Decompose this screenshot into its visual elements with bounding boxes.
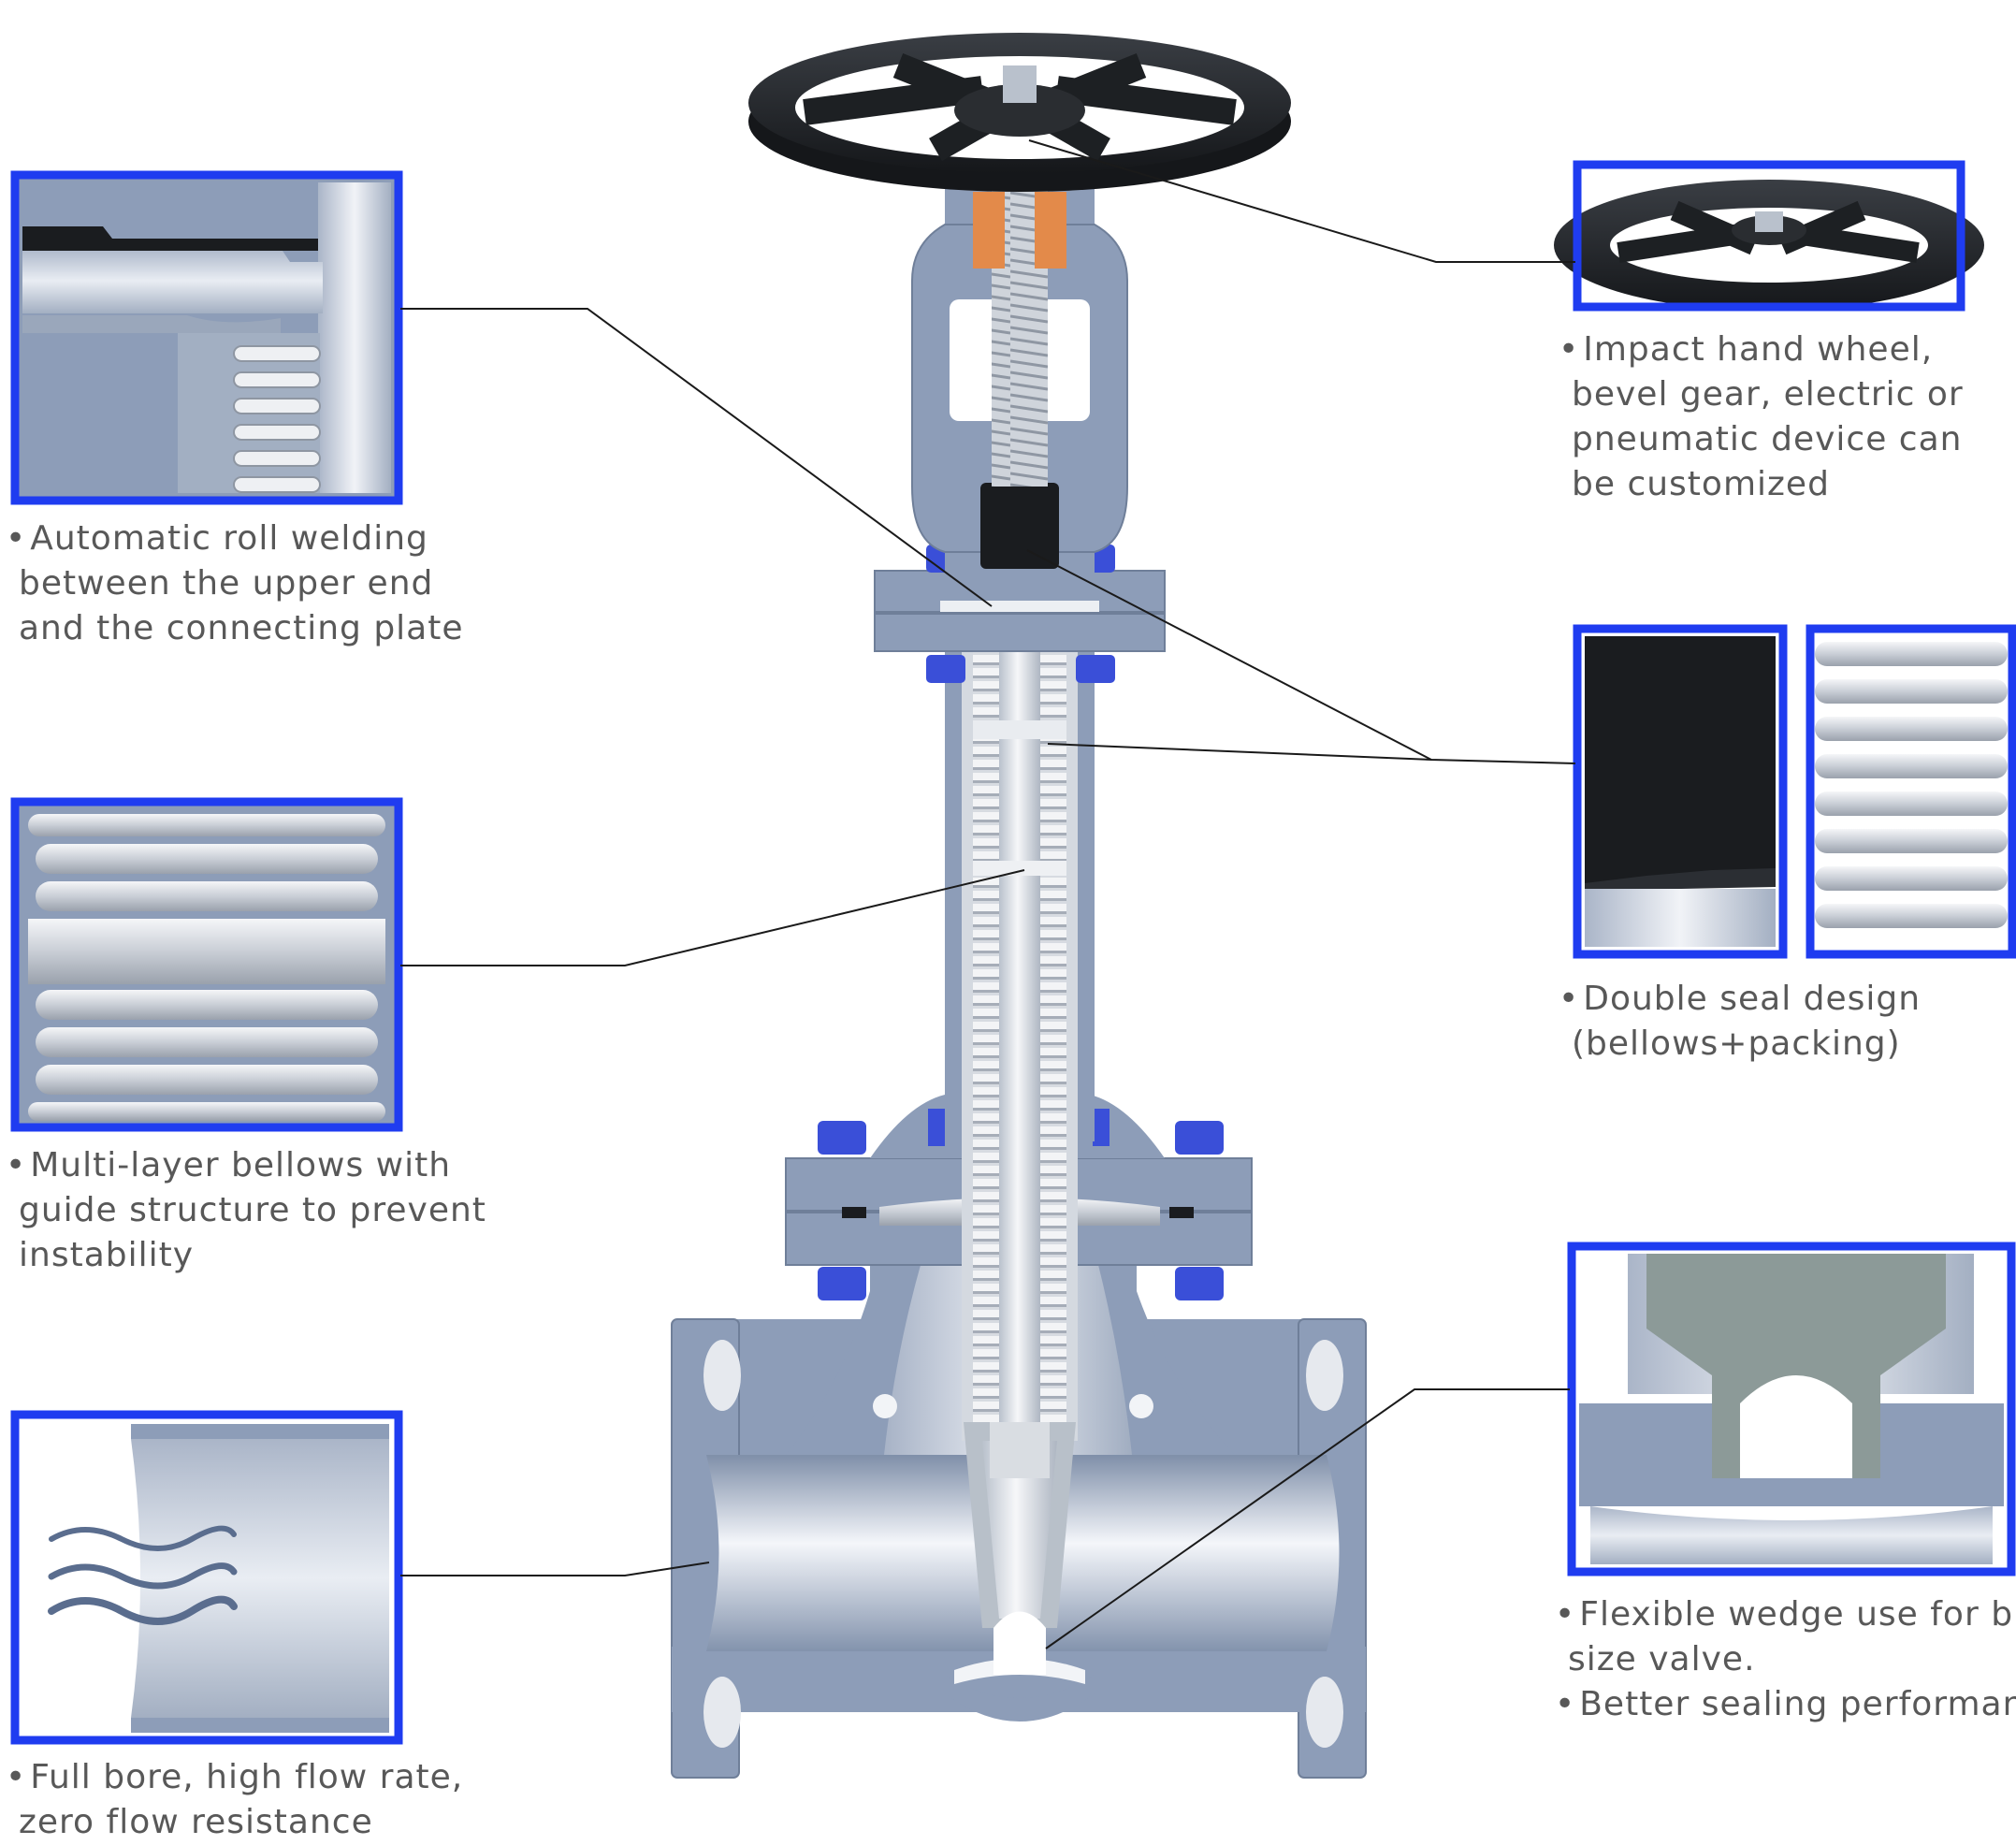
leader-full-bore xyxy=(400,1562,710,1576)
callout-hand-wheel-line-1: Impact hand wheel, xyxy=(1559,327,1964,372)
callout-wedge-line-2: size valve. xyxy=(1568,1640,1756,1678)
callout-hand-wheel: Impact hand wheel, bevel gear, electric … xyxy=(1559,327,1964,507)
bellows-housing xyxy=(945,561,1095,1441)
bellows-rings xyxy=(28,814,385,1121)
leader-bellows-right xyxy=(1047,743,1432,761)
detail-box-wedge xyxy=(1567,1242,2016,1576)
callout-double-seal: Double seal design (bellows+packing) xyxy=(1559,977,1921,1067)
detail-box-multi-layer-bellows xyxy=(10,797,403,1132)
callout-wedge-line-1: Flexible wedge use for big xyxy=(1555,1592,2016,1637)
callout-hand-wheel-line-2: bevel gear, electric or xyxy=(1572,375,1964,414)
detail-box-full-bore xyxy=(10,1410,403,1745)
flow-waves-icon xyxy=(48,1525,238,1625)
callout-flexible-wedge: Flexible wedge use for big size valve. B… xyxy=(1555,1592,2016,1727)
callout-hand-wheel-line-3: pneumatic device can xyxy=(1572,420,1963,458)
handwheel xyxy=(748,33,1291,192)
gate-valve-cutaway xyxy=(671,33,1367,1779)
leader-wedge xyxy=(1045,1388,1570,1649)
callout-bellows-line-2: guide structure to prevent xyxy=(19,1191,486,1229)
yoke xyxy=(911,187,1128,573)
callout-double-seal-line-1: Double seal design xyxy=(1559,977,1921,1022)
callout-hand-wheel-line-4: be customized xyxy=(1572,465,1830,503)
callout-bellows-line-3: instability xyxy=(19,1236,195,1274)
detail-box-packing xyxy=(1573,624,1788,959)
bellows-convolutions-small xyxy=(233,345,321,493)
flange-bolts xyxy=(818,1109,1224,1300)
callout-full-bore-line-1: Full bore, high flow rate, xyxy=(6,1755,463,1800)
detail-box-hand-wheel xyxy=(1554,160,1984,312)
leader-bellows xyxy=(400,869,1025,966)
leader-hand-wheel xyxy=(1028,139,1575,263)
detail-box-roll-welding xyxy=(10,170,403,505)
callout-bellows-line-1: Multi-layer bellows with xyxy=(6,1143,486,1188)
detail-box-bellows xyxy=(1806,624,2016,959)
callout-wedge-line-3: Better sealing performance xyxy=(1555,1682,2016,1727)
callout-multi-layer-bellows: Multi-layer bellows with guide structure… xyxy=(6,1143,486,1278)
callout-double-seal-line-2: (bellows+packing) xyxy=(1572,1024,1901,1063)
bellows-detail-rings xyxy=(1815,642,2008,928)
callout-roll-welding-line-3: and the connecting plate xyxy=(19,609,464,647)
leader-roll-welding xyxy=(400,308,993,607)
callout-roll-welding-line-2: between the upper end xyxy=(19,564,434,603)
callout-full-bore: Full bore, high flow rate, zero flow res… xyxy=(6,1755,463,1845)
callout-roll-welding: Automatic roll welding between the upper… xyxy=(6,516,464,651)
flexible-wedge xyxy=(964,1422,1076,1675)
callout-roll-welding-line-1: Automatic roll welding xyxy=(6,516,464,561)
leader-lines xyxy=(400,139,1576,1649)
callout-full-bore-line-2: zero flow resistance xyxy=(19,1803,373,1841)
